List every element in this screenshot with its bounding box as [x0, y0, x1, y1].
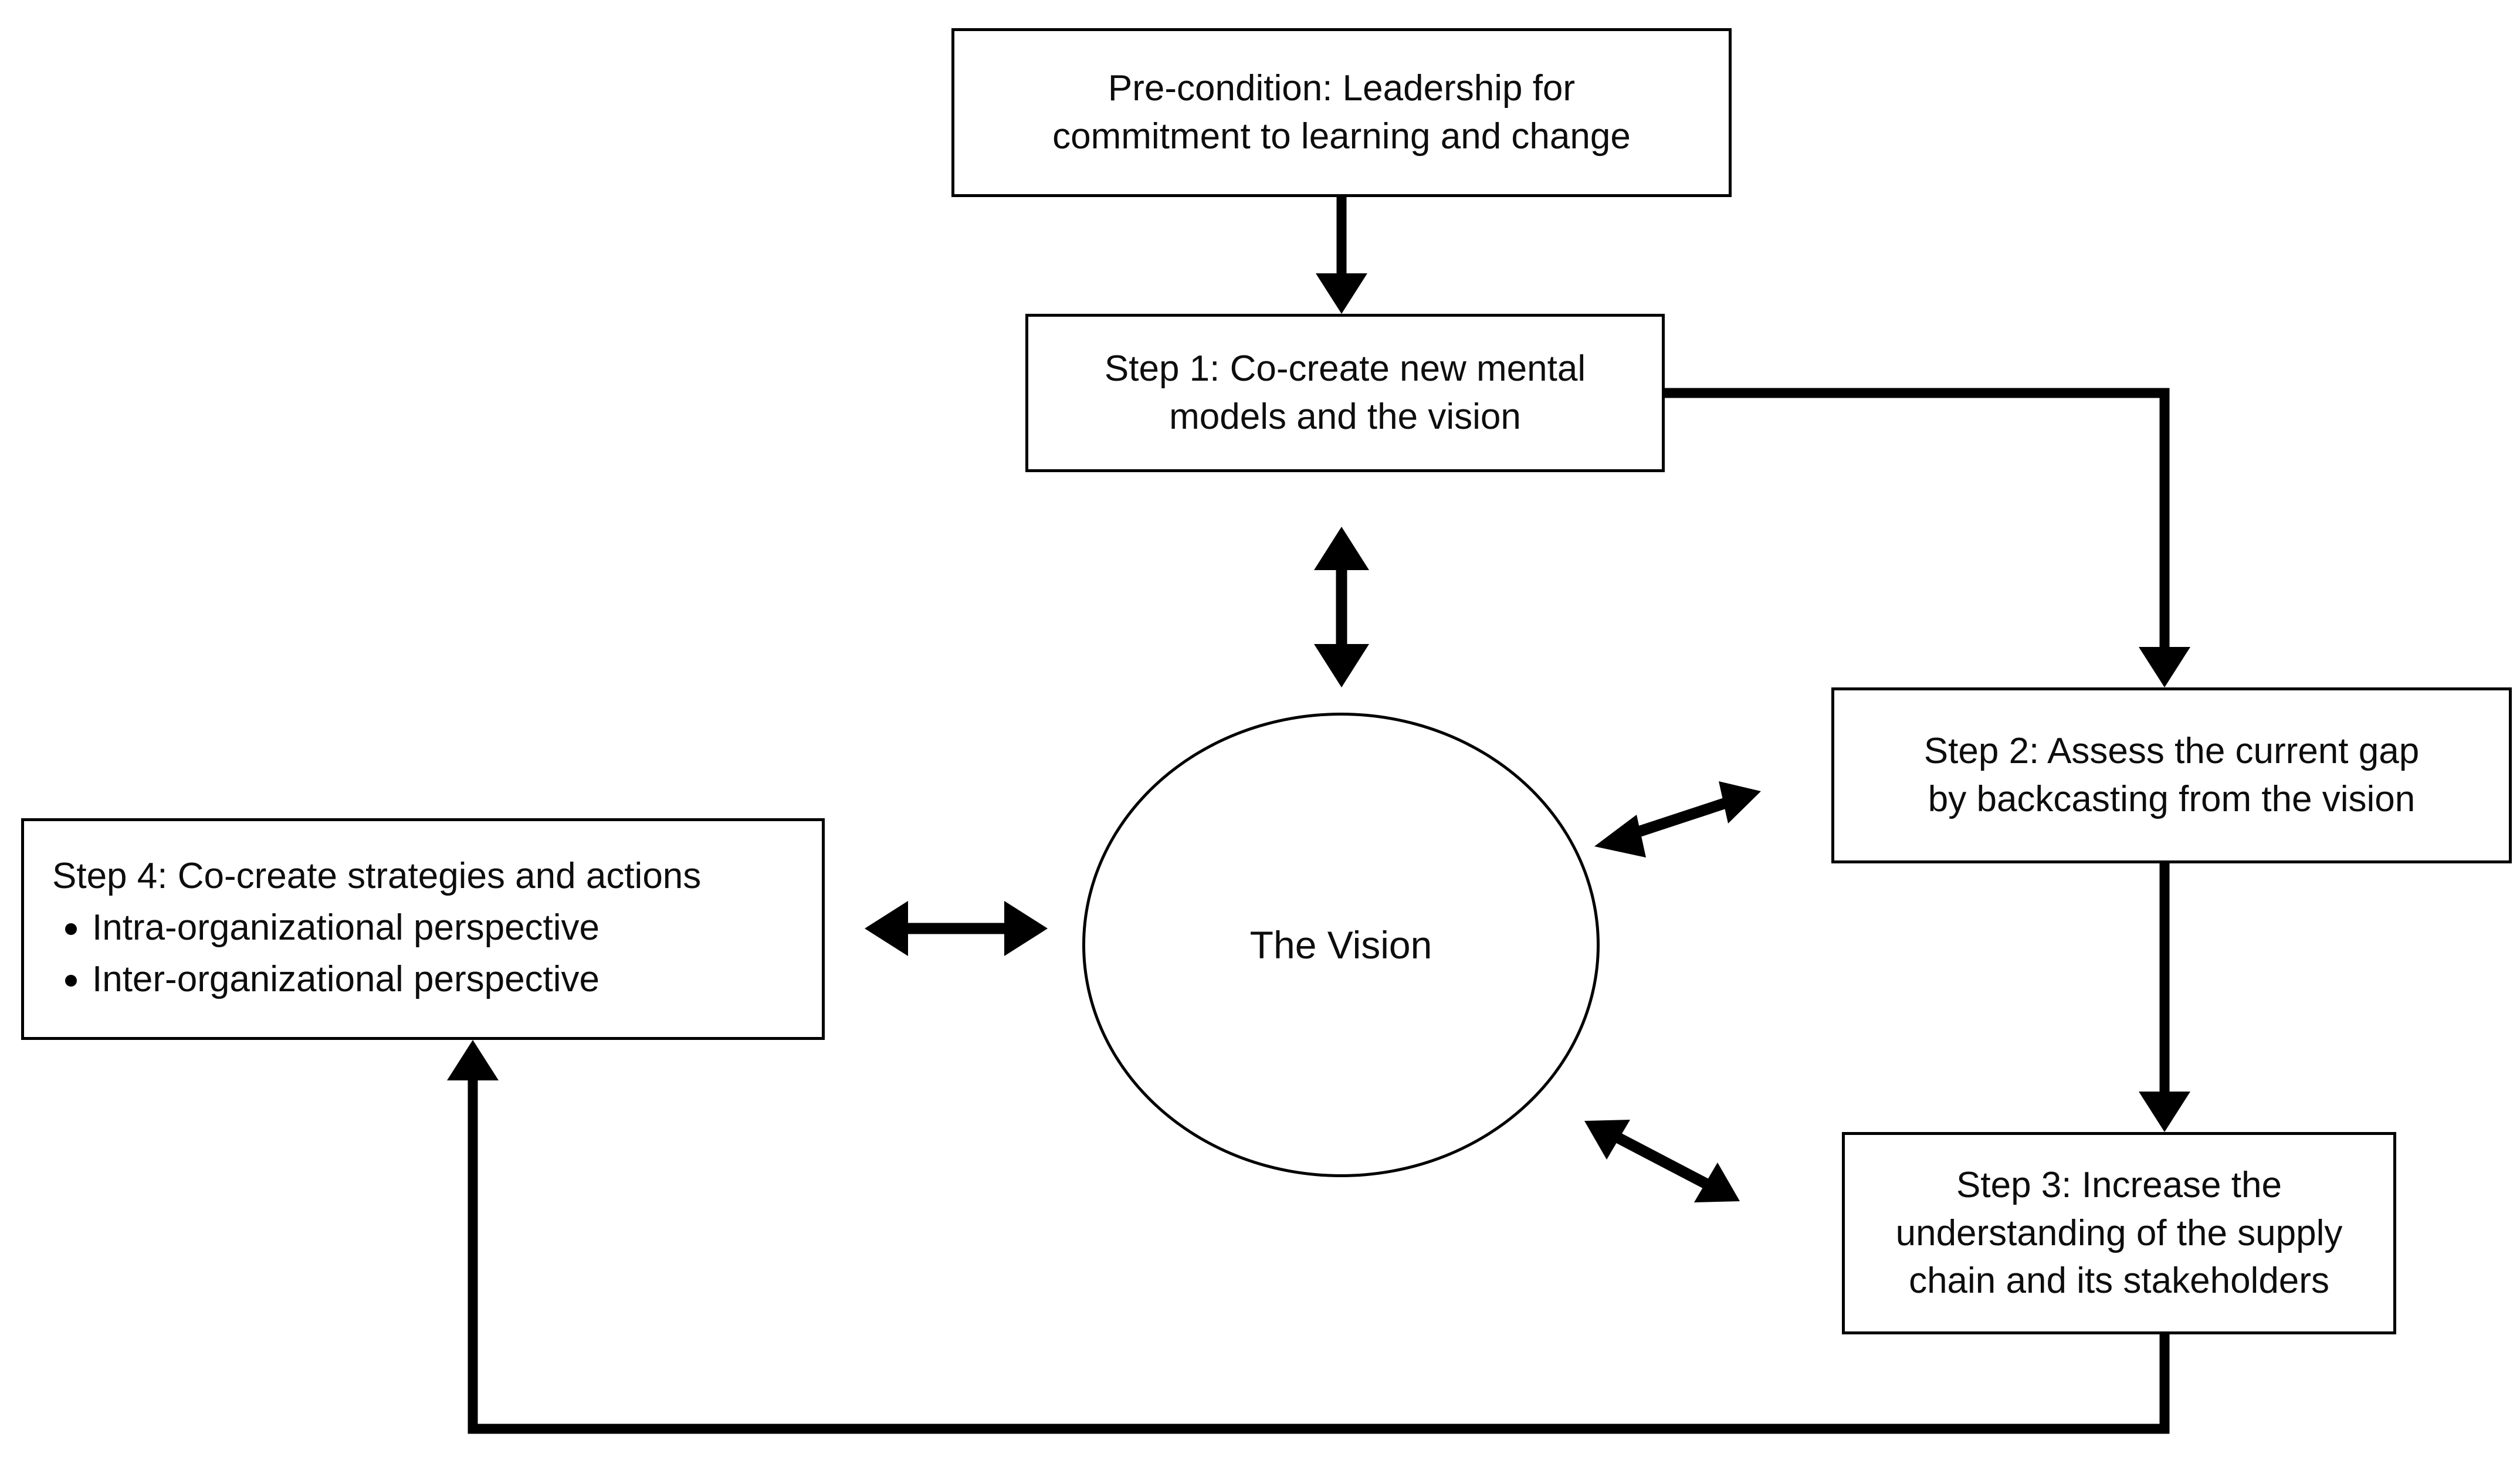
step4-bullet-item: Intra-organizational perspective — [65, 902, 599, 954]
step2-line-1: Step 2: Assess the current gap — [1923, 731, 2420, 772]
node-vision-circle[interactable]: The Vision — [1082, 713, 1600, 1177]
connector-precondition-to-step1 — [1316, 197, 1367, 314]
step3-line-1: Step 3: Increase the — [1956, 1164, 2282, 1205]
vision-label: The Vision — [1249, 923, 1432, 967]
connector-vision-to-step4 — [865, 901, 1048, 956]
node-step2[interactable]: Step 2: Assess the current gap by backca… — [1831, 687, 2512, 863]
step1-line-1: Step 1: Co-create new mental — [1104, 348, 1586, 389]
node-step1[interactable]: Step 1: Co-create new mental models and … — [1025, 314, 1665, 472]
node-step4[interactable]: Step 4: Co-create strategies and actions… — [21, 818, 825, 1040]
connector-step1-to-vision — [1314, 527, 1369, 687]
step4-bullet-item: Inter-organizational perspective — [65, 954, 599, 1005]
connector-vision-to-step3 — [1584, 1120, 1740, 1202]
connector-vision-to-step2 — [1594, 781, 1761, 858]
step3-line-2: understanding of the supply — [1895, 1212, 2343, 1253]
step4-bullet-list: Intra-organizational perspective Inter-o… — [52, 902, 599, 1005]
step3-line-3: chain and its stakeholders — [1909, 1260, 2329, 1302]
connector-step1-to-step2 — [1665, 388, 2190, 687]
connector-step2-to-step3 — [2139, 863, 2190, 1132]
step4-heading: Step 4: Co-create strategies and actions — [52, 856, 702, 897]
node-step3[interactable]: Step 3: Increase the understanding of th… — [1842, 1132, 2396, 1334]
precondition-line-1: Pre-condition: Leadership for — [1107, 68, 1576, 109]
precondition-line-2: commitment to learning and change — [1052, 116, 1631, 157]
step2-line-2: by backcasting from the vision — [1928, 779, 2416, 819]
step1-line-2: models and the vision — [1169, 396, 1521, 437]
node-precondition[interactable]: Pre-condition: Leadership for commitment… — [951, 28, 1732, 197]
